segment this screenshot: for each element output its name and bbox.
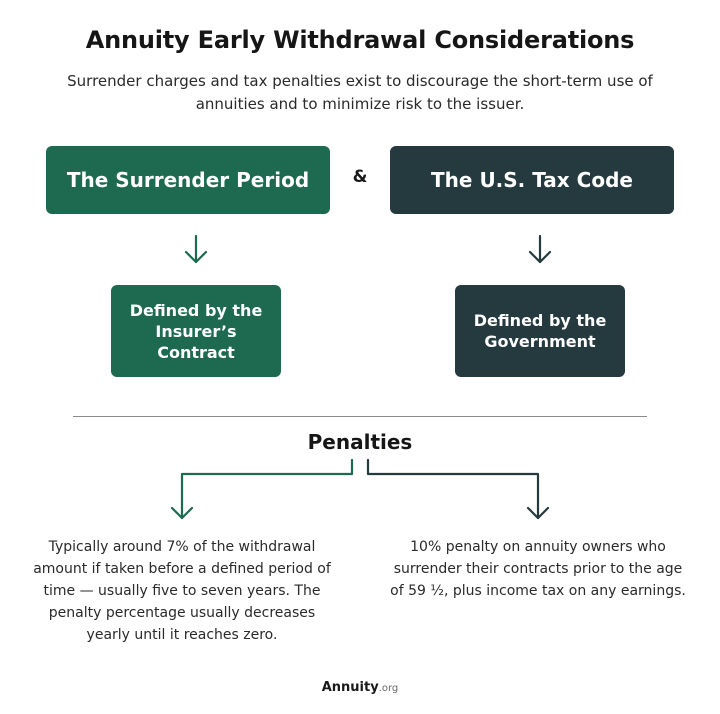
surrender-penalty-description: Typically around 7% of the withdrawal am… (33, 539, 331, 643)
page-subtitle: Surrender charges and tax penalties exis… (67, 72, 653, 113)
tax-penalty-description: 10% penalty on annuity owners who surren… (390, 539, 686, 599)
brand-tld: .org (378, 683, 399, 694)
penalty-connector-left (170, 458, 354, 520)
insurer-contract-box: Defined by the Insurer’s Contract (111, 285, 281, 377)
penalties-heading: Penalties (307, 430, 413, 454)
tax-code-box: The U.S. Tax Code (390, 146, 674, 214)
section-divider (73, 416, 647, 417)
surrender-period-box: The Surrender Period (46, 146, 330, 214)
ampersand: & (352, 167, 368, 187)
down-arrow-icon-left (184, 234, 208, 264)
down-arrow-icon-right (528, 234, 552, 264)
brand-name: Annuity (321, 680, 379, 695)
penalty-connector-right (366, 458, 550, 520)
page-title: Annuity Early Withdrawal Considerations (85, 26, 635, 54)
government-box: Defined by the Government (455, 285, 625, 377)
footer-logo: Annuity.org (0, 680, 720, 695)
